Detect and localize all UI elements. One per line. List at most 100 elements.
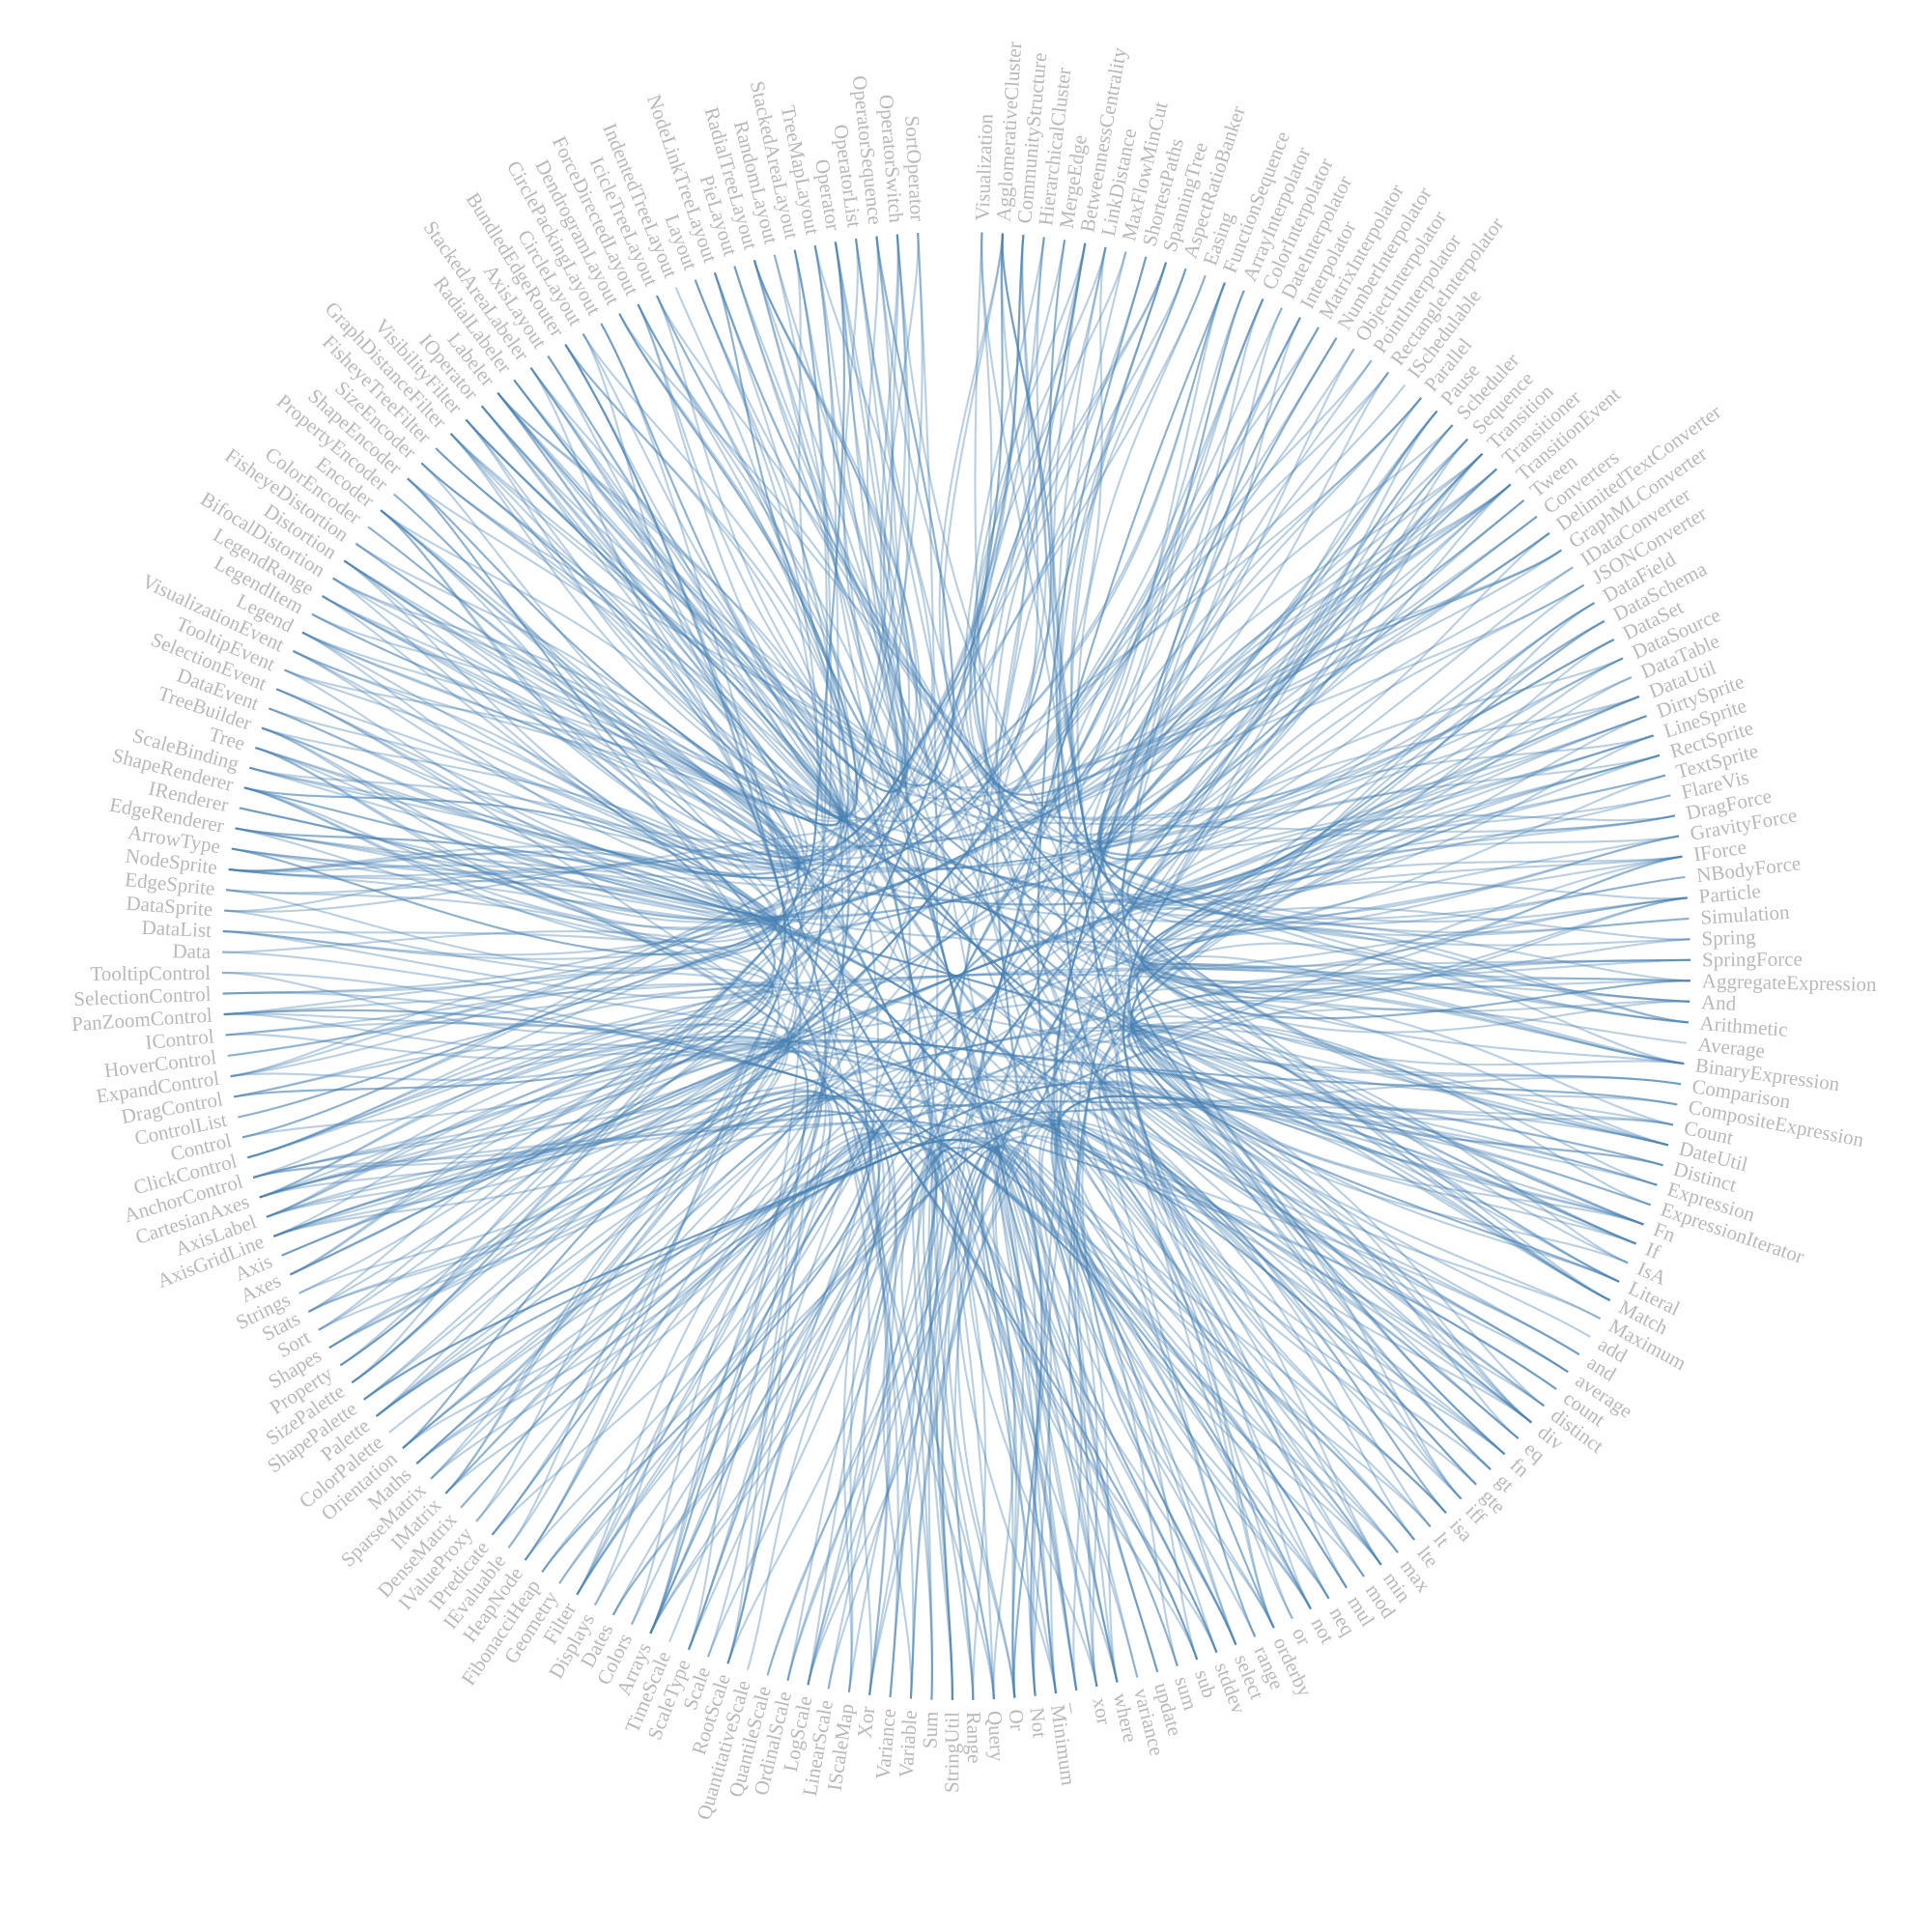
link-339 bbox=[225, 433, 841, 895]
link-226 bbox=[318, 1041, 995, 1700]
link-119 bbox=[593, 1008, 1687, 1606]
link-76 bbox=[941, 233, 1605, 821]
link-263 bbox=[576, 1124, 1293, 1620]
link-442 bbox=[223, 234, 907, 1052]
link-338 bbox=[224, 244, 933, 913]
link-4 bbox=[1000, 233, 1605, 903]
link-77 bbox=[1129, 619, 1620, 1283]
link-390 bbox=[465, 391, 845, 819]
link-143 bbox=[1057, 1094, 1620, 1553]
link-73 bbox=[1140, 602, 1688, 968]
link-395 bbox=[497, 254, 910, 793]
link-412 bbox=[637, 303, 939, 1695]
link-29 bbox=[284, 282, 1226, 876]
link-60 bbox=[261, 483, 1512, 922]
link-40 bbox=[984, 242, 1338, 787]
link-59 bbox=[1059, 483, 1512, 1553]
link-132 bbox=[1100, 1068, 1663, 1456]
link-86 bbox=[948, 715, 1647, 1698]
link-405 bbox=[234, 344, 786, 1098]
node-label-sum: Sum bbox=[918, 1711, 942, 1748]
link-403 bbox=[415, 344, 827, 1464]
link-206 bbox=[259, 1023, 1179, 1667]
link-197 bbox=[1081, 880, 1688, 1646]
link-237 bbox=[889, 282, 1226, 1697]
link-420 bbox=[231, 279, 819, 956]
link-286 bbox=[375, 1139, 1052, 1696]
link-10 bbox=[1049, 240, 1688, 1000]
link-374 bbox=[367, 526, 1546, 1407]
link-381 bbox=[407, 477, 1690, 1012]
link-207 bbox=[1072, 1000, 1669, 1673]
link-152 bbox=[981, 1134, 1580, 1683]
link-382 bbox=[234, 462, 786, 1098]
link-393 bbox=[480, 405, 1119, 1683]
link-334 bbox=[221, 972, 872, 1573]
link-126 bbox=[273, 1039, 1678, 1237]
link-72 bbox=[1126, 583, 1636, 1245]
link-348 bbox=[235, 676, 1633, 906]
link-80 bbox=[882, 232, 1615, 819]
link-96 bbox=[1140, 774, 1691, 983]
link-333 bbox=[222, 595, 800, 995]
link-283 bbox=[402, 515, 1538, 1449]
link-336 bbox=[222, 307, 1283, 956]
link-61 bbox=[1127, 499, 1674, 1126]
link-314 bbox=[222, 930, 774, 1179]
link-209 bbox=[996, 268, 1187, 1673]
link-290 bbox=[363, 1118, 1432, 1528]
link-22 bbox=[1059, 262, 1574, 856]
link-255 bbox=[687, 483, 1512, 1651]
link-433 bbox=[224, 242, 846, 974]
link-13 bbox=[332, 242, 1087, 869]
link-168 bbox=[249, 766, 1492, 1470]
link-248 bbox=[746, 999, 1674, 1670]
link-114 bbox=[1131, 981, 1690, 1245]
link-131 bbox=[900, 1105, 1669, 1700]
node-label-minimum: Minimum bbox=[1046, 1703, 1080, 1786]
link-322 bbox=[238, 688, 778, 1119]
link-51 bbox=[882, 424, 1454, 1699]
link-0 bbox=[980, 232, 1644, 1226]
link-417 bbox=[308, 287, 824, 1313]
link-82 bbox=[1131, 657, 1644, 1226]
link-398 bbox=[513, 379, 1484, 845]
link-172 bbox=[266, 1037, 1477, 1486]
link-324 bbox=[234, 1042, 880, 1616]
link-99 bbox=[259, 814, 1676, 1199]
link-65 bbox=[649, 515, 1538, 1634]
link-175 bbox=[224, 870, 1447, 1514]
link-252 bbox=[252, 1022, 810, 1658]
link-425 bbox=[733, 266, 1355, 808]
link-215 bbox=[813, 244, 1078, 1690]
link-265 bbox=[497, 391, 850, 1584]
link-234 bbox=[228, 845, 915, 1699]
link-389 bbox=[465, 236, 955, 787]
link-317 bbox=[247, 1052, 872, 1573]
link-223 bbox=[932, 1150, 1017, 1700]
link-35 bbox=[266, 317, 1301, 1218]
link-105 bbox=[938, 233, 1688, 923]
link-270 bbox=[507, 332, 849, 1548]
link-162 bbox=[230, 971, 1520, 1439]
link-3 bbox=[308, 233, 1005, 1313]
link-247 bbox=[766, 657, 1624, 1676]
link-238 bbox=[889, 242, 1087, 1697]
link-205 bbox=[927, 1150, 1179, 1701]
link-191 bbox=[1091, 424, 1454, 1620]
link-196 bbox=[249, 766, 1237, 1646]
link-9 bbox=[1036, 237, 1647, 917]
link-141 bbox=[449, 433, 1636, 1245]
link-258 bbox=[649, 814, 1676, 1634]
link-232 bbox=[430, 1095, 933, 1700]
link-239 bbox=[332, 577, 899, 1697]
link-166 bbox=[1097, 453, 1506, 1456]
link-377 bbox=[380, 509, 823, 1480]
link-295 bbox=[339, 453, 1484, 1367]
link-37 bbox=[1055, 327, 1382, 1566]
link-83 bbox=[1140, 676, 1690, 992]
link-183 bbox=[1115, 696, 1640, 1566]
link-352 bbox=[249, 559, 801, 879]
link-124 bbox=[842, 1076, 1682, 1692]
link-169 bbox=[1135, 954, 1685, 1470]
